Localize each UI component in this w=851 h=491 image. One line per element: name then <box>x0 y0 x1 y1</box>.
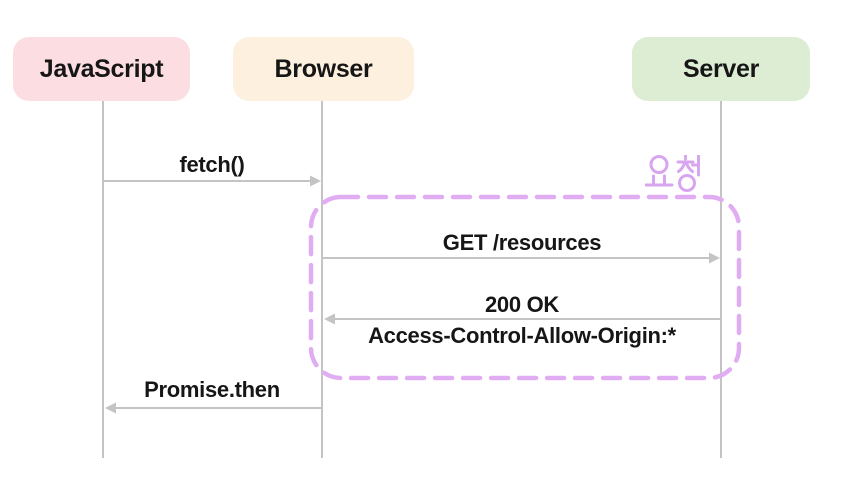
request-group-outline <box>308 194 742 381</box>
message-label-access-control-allow-origin: Access-Control-Allow-Origin:* <box>368 323 676 348</box>
hangul-label-drawing-icon <box>645 155 700 192</box>
actor-browser-box: Browser <box>233 37 414 101</box>
message-label-fetch: fetch() <box>179 152 245 177</box>
message-label-get-resources: GET /resources <box>442 230 602 255</box>
actor-server-box: Server <box>632 37 810 101</box>
request-group-label: 요청 <box>645 155 707 195</box>
actor-server-label: Server <box>682 54 760 83</box>
arrowhead-response-icon <box>324 313 335 325</box>
message-label-promise-then: Promise.then <box>144 377 280 402</box>
actor-browser-label: Browser <box>274 54 373 83</box>
message-label-200-ok: 200 OK <box>484 292 560 317</box>
arrowhead-get-icon <box>709 252 720 264</box>
actor-javascript-label: JavaScript <box>39 54 164 83</box>
hangul-strokes <box>645 155 700 192</box>
actor-javascript-box: JavaScript <box>13 37 190 101</box>
arrowhead-fetch-icon <box>310 175 321 187</box>
arrowhead-promise-icon <box>105 402 116 414</box>
